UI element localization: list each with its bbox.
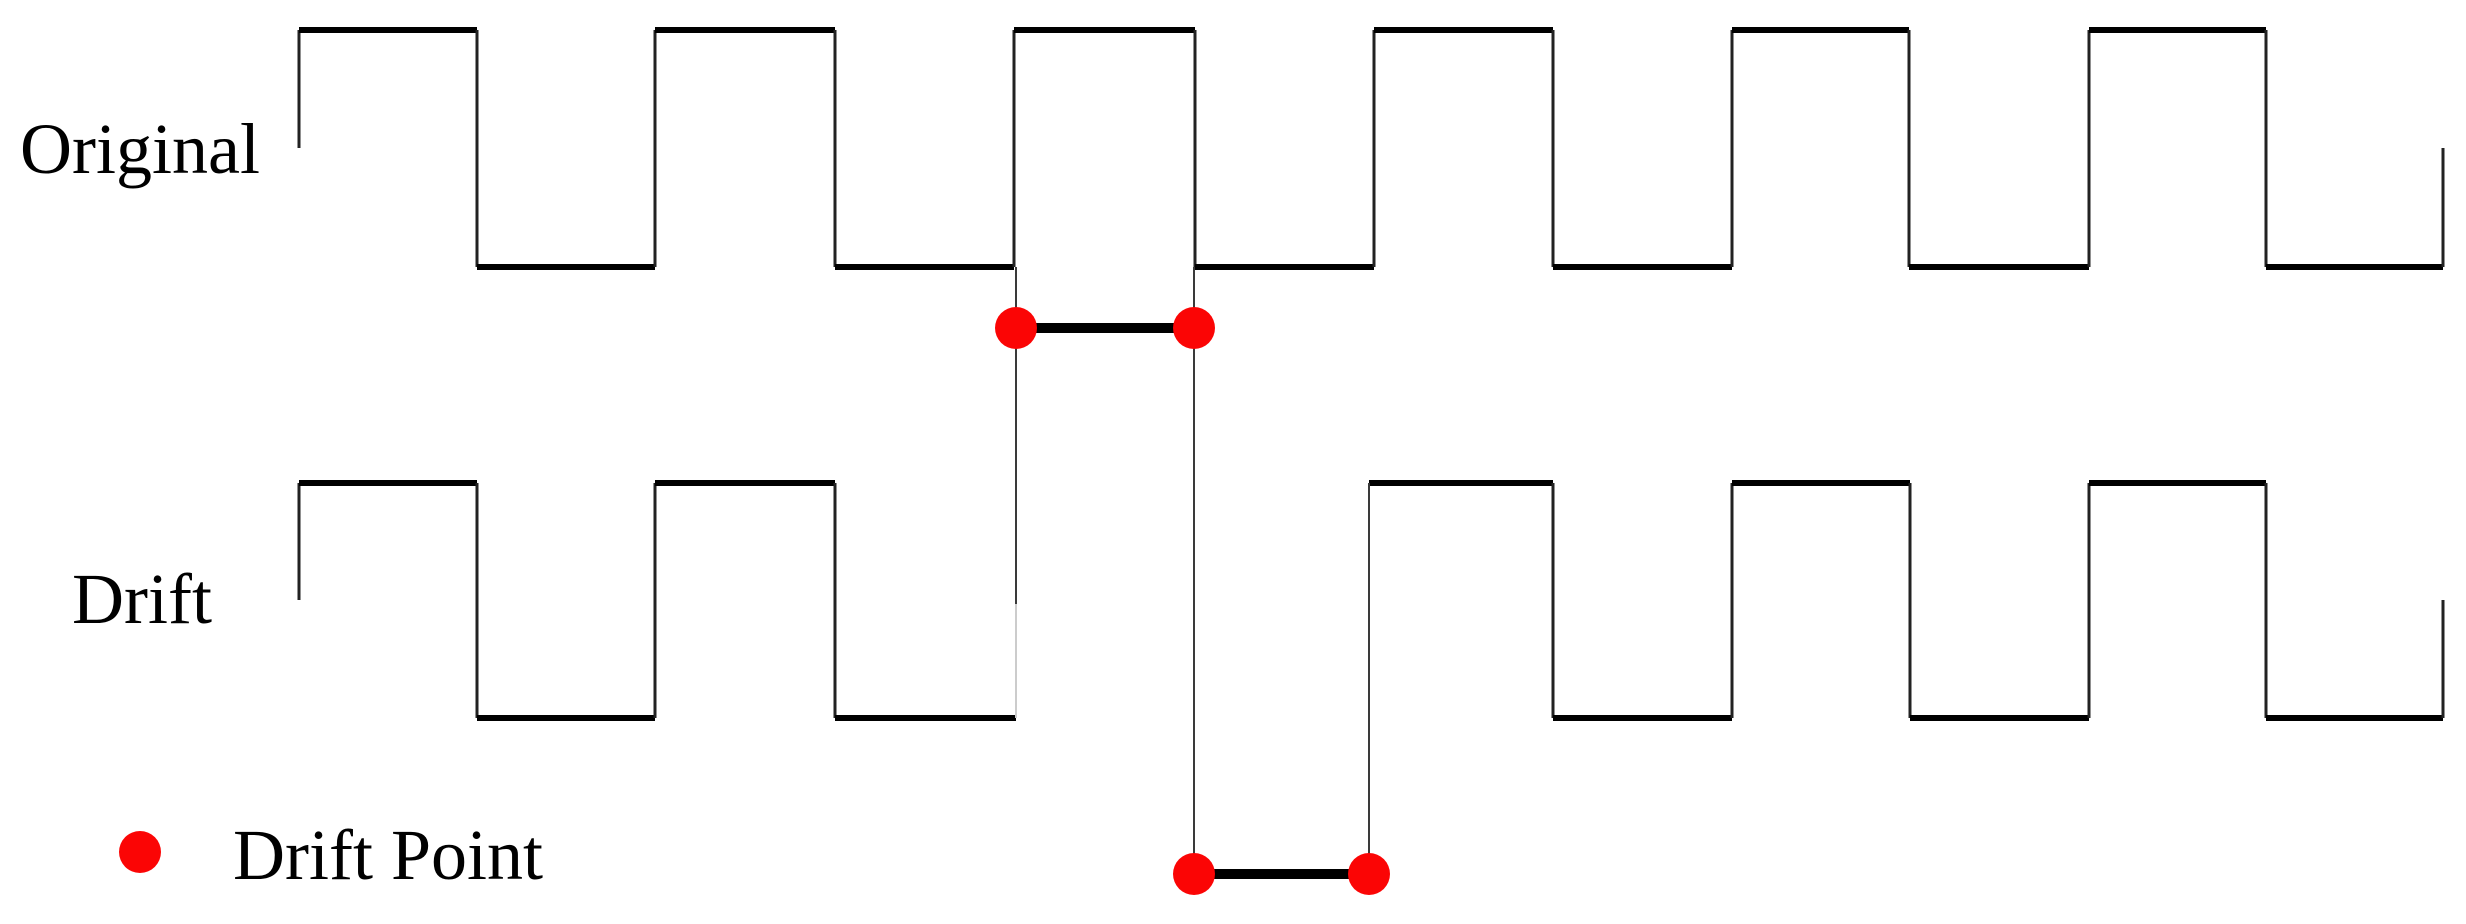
original-wave-label: Original: [20, 109, 260, 189]
waves-layer: [297, 27, 2445, 721]
connectors-layer: [1015, 267, 1370, 874]
drift-interval-bars: [1016, 323, 1369, 879]
drift-points: [995, 307, 1390, 895]
original-wave: [297, 27, 2445, 270]
drift-point-top-right: [1173, 307, 1215, 349]
drift-point-bottom-left: [1173, 853, 1215, 895]
drift-wave-right: [1369, 480, 2445, 721]
legend: Drift Point: [119, 815, 543, 895]
drift-wave-label: Drift: [72, 559, 212, 639]
drift-point-legend-icon: [119, 831, 161, 873]
legend-label: Drift Point: [233, 815, 543, 895]
drift-point-bottom-right: [1348, 853, 1390, 895]
drift-wave-left: [297, 480, 1016, 721]
drift-point-top-left: [995, 307, 1037, 349]
